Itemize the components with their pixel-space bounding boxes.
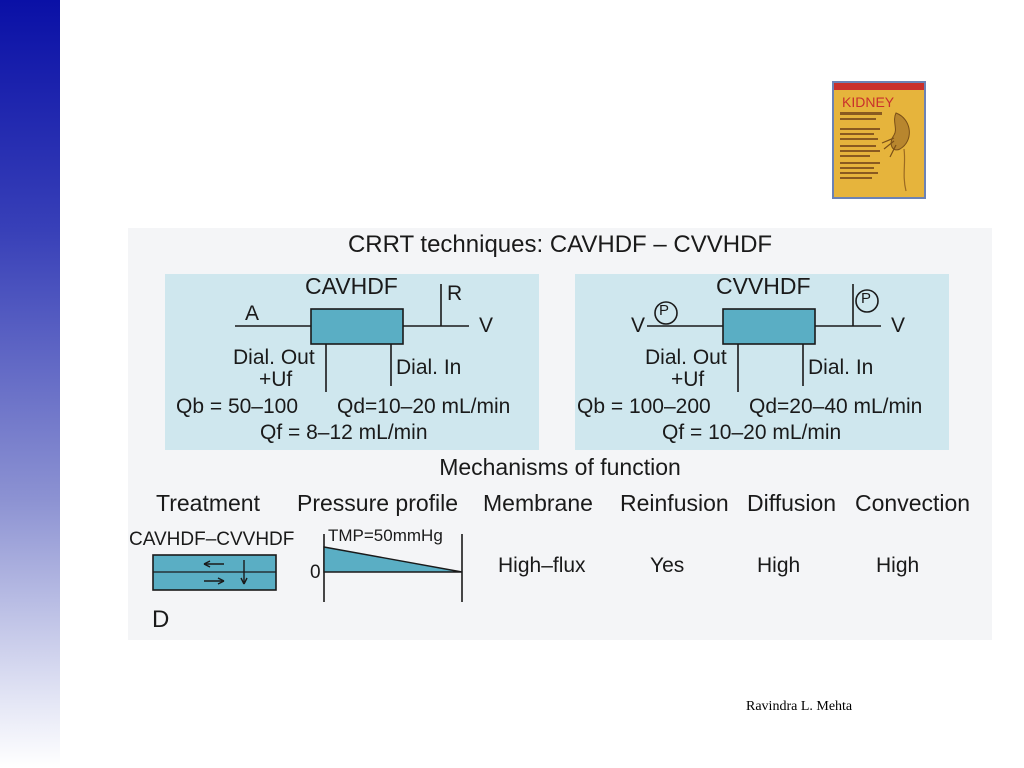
diffusion-value: High: [757, 554, 801, 577]
crrt-figure: CRRT techniques: CAVHDF – CVVHDF CAVHDF …: [128, 228, 992, 640]
uf-label-right: +Uf: [671, 368, 705, 391]
qd-label-right: Qd=20–40 mL/min: [749, 395, 923, 418]
dial-out-label: Dial. Out: [233, 346, 315, 369]
header-diffusion: Diffusion: [747, 490, 837, 516]
pressure-zero-label: 0: [310, 562, 321, 583]
author-credit: Ravindra L. Mehta: [746, 699, 853, 714]
header-reinfusion: Reinfusion: [620, 490, 729, 516]
qb-label-right: Qb = 100–200: [577, 395, 711, 418]
cvvhdf-circuit-diagram: [647, 284, 881, 392]
qf-label-right: Qf = 10–20 mL/min: [662, 421, 842, 444]
qb-label: Qb = 50–100: [176, 395, 299, 418]
label-a: A: [245, 302, 260, 325]
book-cover-image: KIDNEY: [834, 83, 924, 197]
cavhdf-circuit-diagram: [235, 284, 469, 392]
header-membrane: Membrane: [483, 490, 593, 516]
cvvhdf-title: CVVHDF: [716, 273, 811, 299]
book-title: KIDNEY: [842, 94, 895, 110]
figure-title: CRRT techniques: CAVHDF – CVVHDF: [347, 231, 773, 258]
dial-out-label-right: Dial. Out: [645, 346, 727, 369]
reinfusion-value: Yes: [650, 554, 685, 577]
kidney-book-cover: KIDNEY: [832, 81, 926, 199]
label-v-right: V: [891, 314, 906, 337]
mechanisms-title: Mechanisms of function: [439, 454, 681, 480]
qd-label: Qd=10–20 mL/min: [337, 395, 511, 418]
panel-letter: D: [152, 606, 170, 633]
header-pressure-profile: Pressure profile: [297, 490, 459, 516]
pump-icon-right: [855, 289, 879, 313]
pump-symbol-right: P: [861, 290, 872, 307]
convection-value: High: [876, 554, 920, 577]
label-v-left: V: [631, 314, 646, 337]
label-r: R: [447, 282, 463, 305]
pressure-profile-graph: [323, 534, 463, 602]
label-v: V: [479, 314, 494, 337]
treatment-label: CAVHDF–CVVHDF: [129, 529, 295, 550]
cavhdf-title: CAVHDF: [305, 273, 398, 299]
slide-sidebar-gradient: [0, 0, 60, 768]
qf-label: Qf = 8–12 mL/min: [260, 421, 428, 444]
pump-icon-left: [654, 301, 678, 325]
treatment-filter-icon: [152, 554, 277, 591]
uf-label: +Uf: [259, 368, 293, 391]
dial-in-label-right: Dial. In: [808, 356, 874, 379]
cavhdf-panel: CAVHDF A R V Dial. Out +Uf Dial. In Qb =…: [165, 273, 539, 450]
cvvhdf-panel: CVVHDF P P V V Dial. Out +Uf Dial. In Qb…: [575, 273, 949, 450]
tmp-label: TMP=50mmHg: [328, 526, 443, 545]
pump-symbol-left: P: [659, 302, 670, 319]
header-convection: Convection: [855, 490, 971, 516]
dial-in-label: Dial. In: [396, 356, 462, 379]
membrane-value: High–flux: [498, 554, 586, 577]
header-treatment: Treatment: [156, 490, 260, 516]
